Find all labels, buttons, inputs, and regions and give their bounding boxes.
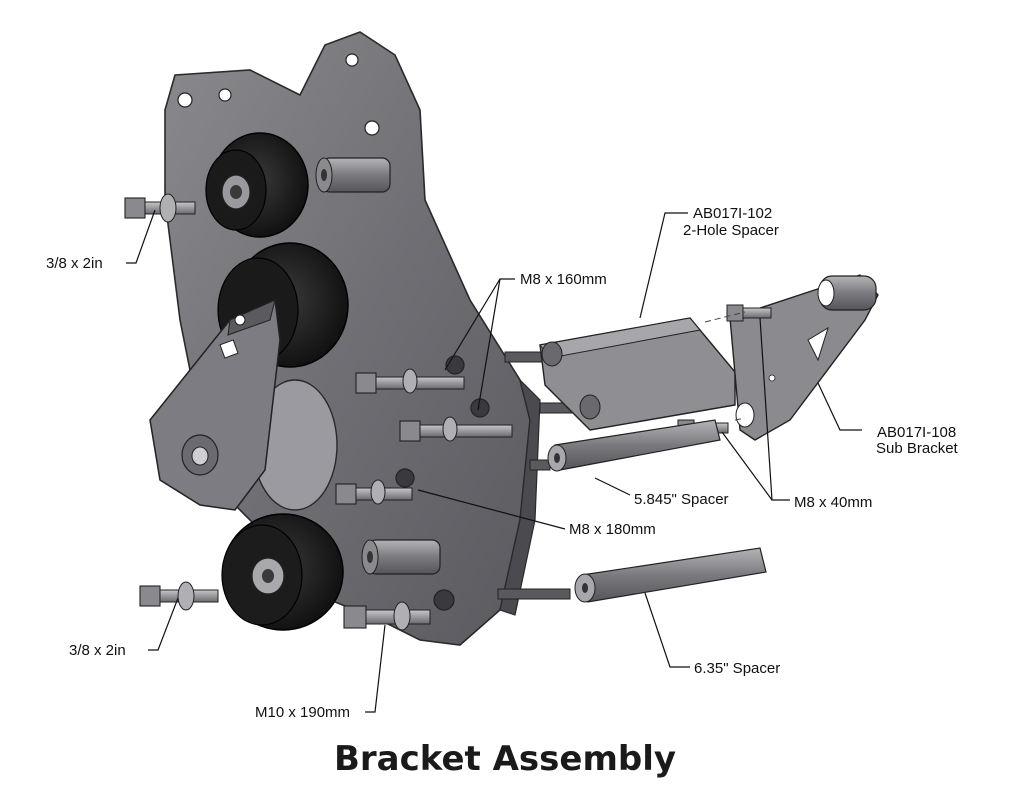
label-spacer-2hole-part: AB017I-102 xyxy=(693,205,772,222)
bottom-grooved-pulley xyxy=(221,513,344,631)
lower-standoff xyxy=(361,539,441,575)
tensioner-assembly xyxy=(149,298,338,511)
spacer-635 xyxy=(574,547,767,603)
center-line xyxy=(734,417,746,421)
label-bolt-m8-160: M8 x 160mm xyxy=(520,271,607,288)
label-sub-bracket-part: AB017I-108 xyxy=(877,424,956,441)
bolt-m8-160-lower xyxy=(399,416,513,442)
spacer-5845 xyxy=(547,419,721,472)
page-title: Bracket Assembly xyxy=(334,739,676,779)
label-bolt-m10-190: M10 x 190mm xyxy=(255,704,350,721)
label-bolt-m8-180: M8 x 180mm xyxy=(569,521,656,538)
bolt-38-top xyxy=(124,193,196,223)
two-hole-spacer xyxy=(539,317,736,431)
bolt-m10-190 xyxy=(343,601,431,631)
top-idler-pulley xyxy=(205,132,309,238)
bolt-m8-180 xyxy=(335,479,413,505)
bolt-m8-40-upper xyxy=(726,304,772,322)
label-spacer-2hole-name: 2-Hole Spacer xyxy=(683,222,779,239)
label-bolt-38-top: 3/8 x 2in xyxy=(46,255,103,272)
leader-lines xyxy=(126,209,862,713)
bolt-m8-160-upper xyxy=(355,368,465,394)
bolt-38-bottom xyxy=(139,581,219,611)
sub-bracket xyxy=(729,274,879,441)
label-spacer-5845: 5.845" Spacer xyxy=(634,491,729,508)
label-bolt-38-bottom: 3/8 x 2in xyxy=(69,642,126,659)
label-spacer-635: 6.35" Spacer xyxy=(694,660,780,677)
label-sub-bracket-name: Sub Bracket xyxy=(876,440,959,457)
upper-standoff xyxy=(315,157,391,193)
label-bolt-m8-40: M8 x 40mm xyxy=(794,494,872,511)
center-line xyxy=(704,311,746,323)
